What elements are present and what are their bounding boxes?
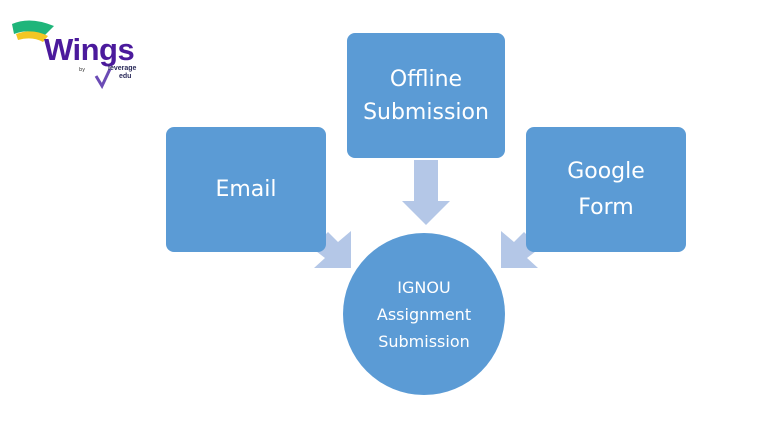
node-email: Email [166, 127, 326, 252]
node-center-label: IGNOU Assignment Submission [376, 277, 472, 351]
node-google-form-label: Google Form [567, 158, 645, 220]
node-offline-submission-label: Offline Submission [363, 66, 489, 125]
logo-by: by [79, 67, 86, 73]
logo-partner-line1: leverage [108, 65, 137, 72]
leverage-check-icon [94, 68, 112, 90]
node-email-label: Email [215, 177, 277, 202]
arrow-top [402, 160, 450, 225]
wings-swoosh-icon [12, 20, 112, 90]
logo-partner: leverage edu [108, 65, 150, 81]
wings-logo: Wings by leverage edu [10, 14, 150, 90]
logo-brand: Wings [44, 32, 135, 67]
node-ignou-assignment-submission: IGNOU Assignment Submission [343, 233, 505, 395]
node-offline-submission: Offline Submission [347, 33, 505, 158]
logo-partner-line2: edu [119, 73, 132, 80]
node-google-form: Google Form [526, 127, 686, 252]
